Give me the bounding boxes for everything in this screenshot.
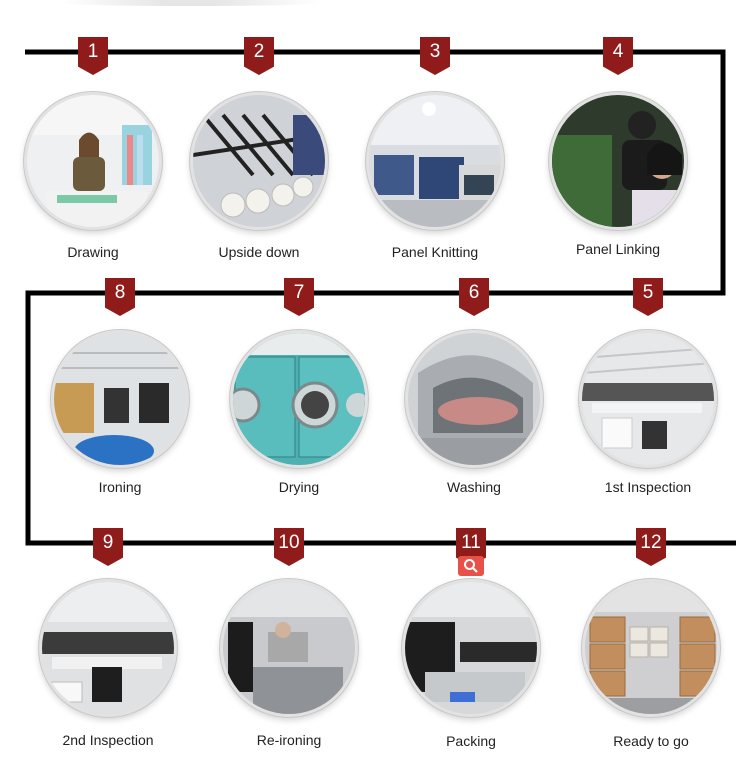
second-inspection-photo (39, 579, 177, 717)
step-re-ironing: 10 Re-ironing (199, 528, 379, 778)
ironing-workers-photo (51, 330, 189, 468)
step-number-badge: 10 (274, 528, 304, 566)
step-washing: 6 Washing (384, 278, 564, 528)
step-number-badge: 12 (636, 528, 666, 566)
step-number-badge: 6 (459, 278, 489, 316)
step-label: Washing (384, 479, 564, 495)
step-label: Drawing (3, 244, 183, 260)
step-1st-inspection: 5 1st Inspection (558, 278, 738, 528)
step-label: Re-ironing (199, 732, 379, 748)
step-label: Drying (209, 479, 389, 495)
step-label: Panel Knitting (345, 244, 525, 260)
step-number-badge: 8 (105, 278, 135, 316)
step-ready-to-go: 12 Ready to go (561, 528, 741, 778)
step-panel-linking: 4 Panel Linking (528, 37, 708, 287)
re-ironing-photo (220, 579, 358, 717)
designer-drawing-photo (24, 92, 162, 230)
step-label: Ready to go (561, 733, 741, 749)
step-drawing: 1 Drawing (3, 37, 183, 287)
step-packing: 11 Packing (381, 528, 561, 778)
step-label: 1st Inspection (558, 479, 738, 495)
step-number-badge: 5 (633, 278, 663, 316)
step-number-badge: 2 (244, 37, 274, 75)
inspection-hall-photo (579, 330, 717, 468)
step-label: Upside down (169, 244, 349, 260)
step-panel-knitting: 3 Panel Knitting (345, 37, 525, 287)
step-number-badge: 3 (420, 37, 450, 75)
step-ironing: 8 Ironing (30, 278, 210, 528)
knitting-machines-photo (366, 92, 504, 230)
step-2nd-inspection: 9 2nd Inspection (18, 528, 198, 778)
step-number-badge: 4 (603, 37, 633, 75)
industrial-dryers-photo (230, 330, 368, 468)
step-label: Ironing (30, 479, 210, 495)
washing-machine-photo (405, 330, 543, 468)
step-label: 2nd Inspection (18, 732, 198, 748)
step-number-badge: 7 (284, 278, 314, 316)
step-number-badge: 9 (93, 528, 123, 566)
step-number-badge: 1 (78, 37, 108, 75)
search-icon (463, 558, 479, 574)
step-upside-down: 2 Upside down (169, 37, 349, 287)
yarn-spools-photo (190, 92, 328, 230)
workers-linking-photo (549, 92, 687, 230)
step-label: Packing (381, 733, 561, 749)
image-search-button[interactable] (458, 556, 484, 576)
step-label: Panel Linking (528, 241, 708, 257)
step-drying: 7 Drying (209, 278, 389, 528)
packing-photo (402, 579, 540, 717)
cartons-warehouse-photo (582, 579, 720, 717)
